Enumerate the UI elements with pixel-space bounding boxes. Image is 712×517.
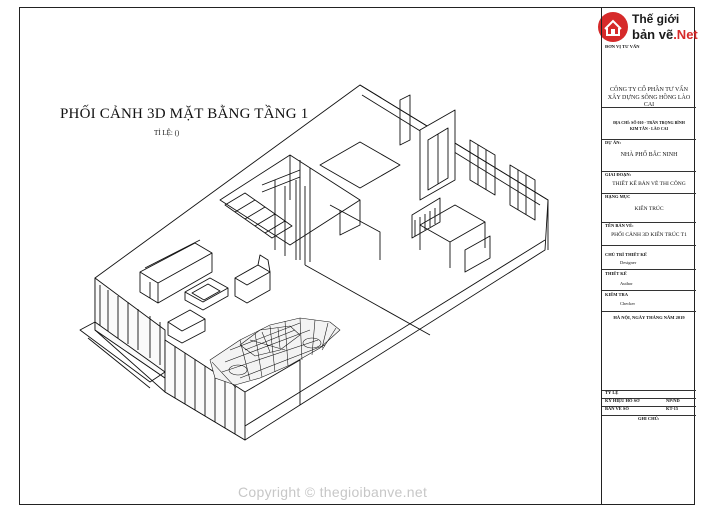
owner-label: ĐƠN VỊ TƯ VẤN: [605, 44, 640, 49]
lead-value: Designer: [620, 260, 637, 265]
symbol-label: KÝ HIỆU HỒ SƠ: [605, 398, 640, 403]
site-logo: Thế giới bản vẽ.Net: [596, 10, 706, 48]
category-label: HẠNG MỤC: [605, 194, 631, 199]
logo-text-line2: bản vẽ.Net: [632, 27, 698, 42]
stage-label: GIAI ĐOẠN:: [605, 172, 632, 177]
rear-wall: [359, 84, 549, 250]
sheet-name-value: PHỐI CẢNH 3D KIẾN TRÚC T1: [611, 232, 687, 238]
sheet-no-label: BẢN VẼ SỐ: [605, 406, 629, 411]
designer-value: Author: [620, 281, 633, 286]
category-value: KIẾN TRÚC: [634, 206, 664, 212]
stage-value: THIẾT KẾ BẢN VẼ THI CÔNG: [612, 181, 686, 187]
car-wireframe: [209, 317, 341, 389]
company-line2: XÂY DỰNG SÔNG HỒNG LÀO CAI: [607, 95, 691, 108]
address-line1: ĐỊA CHỈ: SỐ 010 - TRẦN TRỌNG BÌNH: [613, 120, 685, 125]
title-block: ĐƠN VỊ TƯ VẤN CÔNG TY CỔ PHẦN TƯ VẤN XÂY…: [601, 7, 696, 505]
designer-label: THIẾT KẾ: [605, 271, 627, 276]
company-line1: CÔNG TY CỔ PHẦN TƯ VẤN: [610, 87, 688, 93]
symbol-value: NP/ND: [666, 398, 680, 403]
drawing-title: PHỐI CẢNH 3D MẶT BẰNG TẦNG 1: [60, 106, 309, 122]
window-right: [469, 139, 536, 221]
logo-text-suffix: .Net: [673, 27, 698, 42]
project-value: NHÀ PHỐ BẮC NINH: [620, 152, 678, 158]
project-label: DỰ ÁN:: [605, 140, 621, 145]
kitchen-cabinet: [419, 109, 456, 201]
sheet-name-label: TÊN BẢN VẼ:: [605, 223, 634, 228]
checker-label: KIỂM TRA: [605, 292, 629, 297]
lead-label: CHỦ TRÌ THIẾT KẾ: [605, 252, 647, 257]
date-line: HÀ NỘI, NGÀY THÁNG NĂM 2019: [613, 315, 685, 320]
logo-text-main: bản vẽ: [632, 27, 674, 42]
notes-label: GHI CHÚ:: [638, 416, 660, 421]
address-line2: KIM TÂN - LÀO CAI: [629, 126, 669, 131]
logo-text-line1: Thế giới: [632, 12, 680, 26]
drawing-sheet-border: [19, 7, 695, 505]
house-icon: [598, 12, 628, 42]
drawing-scale: TỈ LỆ: (): [154, 129, 180, 137]
scale-label: TỶ LỆ: [605, 390, 619, 395]
sheet-no-value: KT-15: [666, 406, 679, 411]
checker-value: Checker: [620, 301, 635, 306]
coffee-table: [184, 277, 229, 311]
copyright-watermark: Copyright © thegioibanve.net: [238, 484, 428, 500]
